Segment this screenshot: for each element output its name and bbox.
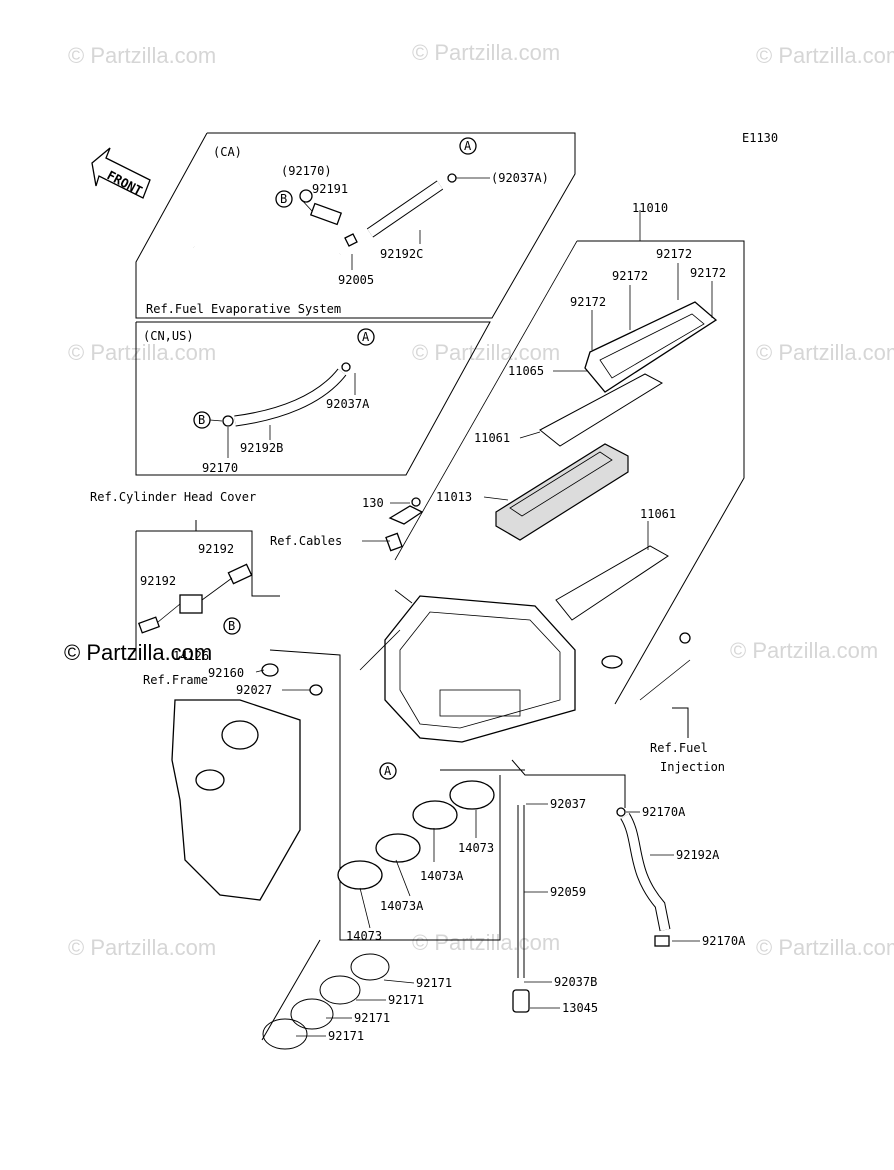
svg-text:B: B [280,192,287,206]
part-label: 11061 [640,507,676,521]
diagram-code: E1130 [742,131,778,145]
part-label: (92037A) [491,171,549,185]
drain-tube [440,769,530,1013]
part-label: 14073A [380,899,424,913]
front-arrow-icon: FRONT [91,147,151,199]
watermarks: © Partzilla.com © Partzilla.com © Partzi… [64,40,894,960]
part-labels: (92170) 92191 (92037A) 92192C 92005 9203… [140,164,746,1043]
ca-section: (CA) Ref.Fuel Evaporative System [135,132,576,319]
reference-labels: Ref.Cylinder Head Cover Ref.Cables Ref.F… [90,490,725,774]
part-label: 14073A [420,869,464,883]
watermark: © Partzilla.com [756,340,894,365]
part-label: (92170) [281,164,332,178]
svg-text:A: A [384,764,392,778]
frame-section [171,649,341,940]
part-label: 92160 [208,666,244,680]
watermark: © Partzilla.com [412,930,560,955]
part-label: 11065 [508,364,544,378]
part-label: 14126 [173,649,209,663]
ref-cylinder-head-label: Ref.Cylinder Head Cover [90,490,256,504]
leader-lines [209,177,713,1037]
marker-a-icon: A [357,328,375,346]
part-label: 92172 [612,269,648,283]
part-label: 92037 [550,797,586,811]
part-label: 92171 [328,1029,364,1043]
part-label: 11010 [632,201,668,215]
watermark: © Partzilla.com [730,638,878,663]
svg-text:A: A [464,139,472,153]
part-label: 92027 [236,683,272,697]
cnus-label: (CN,US) [143,329,194,343]
part-label: 92172 [656,247,692,261]
part-label: 92171 [416,976,452,990]
air-cleaner-cover [584,301,718,393]
part-label: 11061 [474,431,510,445]
part-label: 13045 [562,1001,598,1015]
part-label: 11013 [436,490,472,504]
part-label: 92059 [550,885,586,899]
ref-frame-label: Ref.Frame [143,673,208,687]
part-label: 92192B [240,441,283,455]
part-label: 14073 [458,841,494,855]
svg-text:B: B [198,413,205,427]
part-label: 92171 [388,993,424,1007]
svg-text:A: A [362,330,370,344]
part-label: 92192A [676,848,720,862]
marker-b-icon: B [193,411,211,429]
watermark-dark: © Partzilla.com [64,640,212,665]
watermark: © Partzilla.com [756,43,894,68]
watermark: © Partzilla.com [756,935,894,960]
cnus-section: (CN,US) [135,321,491,476]
part-label: 92005 [338,273,374,287]
cable-holder [385,497,424,552]
part-label: 92037A [326,397,370,411]
gasket [539,373,669,621]
part-label: 92192 [140,574,176,588]
watermark: © Partzilla.com [68,935,216,960]
watermark: © Partzilla.com [68,340,216,365]
part-label: 14073 [346,929,382,943]
air-box-housing [359,595,576,743]
part-label: 92171 [354,1011,390,1025]
hose-clamps [261,939,390,1050]
hose-92192A [511,759,671,947]
part-label: 92192 [198,542,234,556]
part-label: 92172 [690,266,726,280]
ca-label: (CA) [213,145,242,159]
part-label: 92170 [202,461,238,475]
air-filter-element [495,443,629,541]
watermark: © Partzilla.com [412,40,560,65]
part-label: 130 [362,496,384,510]
part-label: 92170A [702,934,746,948]
ref-cables-label: Ref.Cables [270,534,342,548]
part-label: 92191 [312,182,348,196]
breather-assembly [135,520,280,660]
part-label: 92170A [642,805,686,819]
watermark: © Partzilla.com [412,340,560,365]
part-label: 92037B [554,975,597,989]
part-label: 92192C [380,247,423,261]
marker-b-icon: B [275,190,293,208]
marker-a-icon: A [459,137,477,155]
ref-fuel-evap-label: Ref.Fuel Evaporative System [146,302,341,316]
group-bracket [577,240,745,705]
marker-b-icon: B [223,617,241,635]
marker-a-icon: A [379,762,397,780]
ref-fuel-label: Ref.Fuel [650,741,708,755]
svg-text:B: B [228,619,235,633]
intake-ducts [337,775,501,941]
part-label: 92172 [570,295,606,309]
fuel-injection-ref [601,632,691,738]
watermark: © Partzilla.com [68,43,216,68]
ref-injection-label: Injection [660,760,725,774]
